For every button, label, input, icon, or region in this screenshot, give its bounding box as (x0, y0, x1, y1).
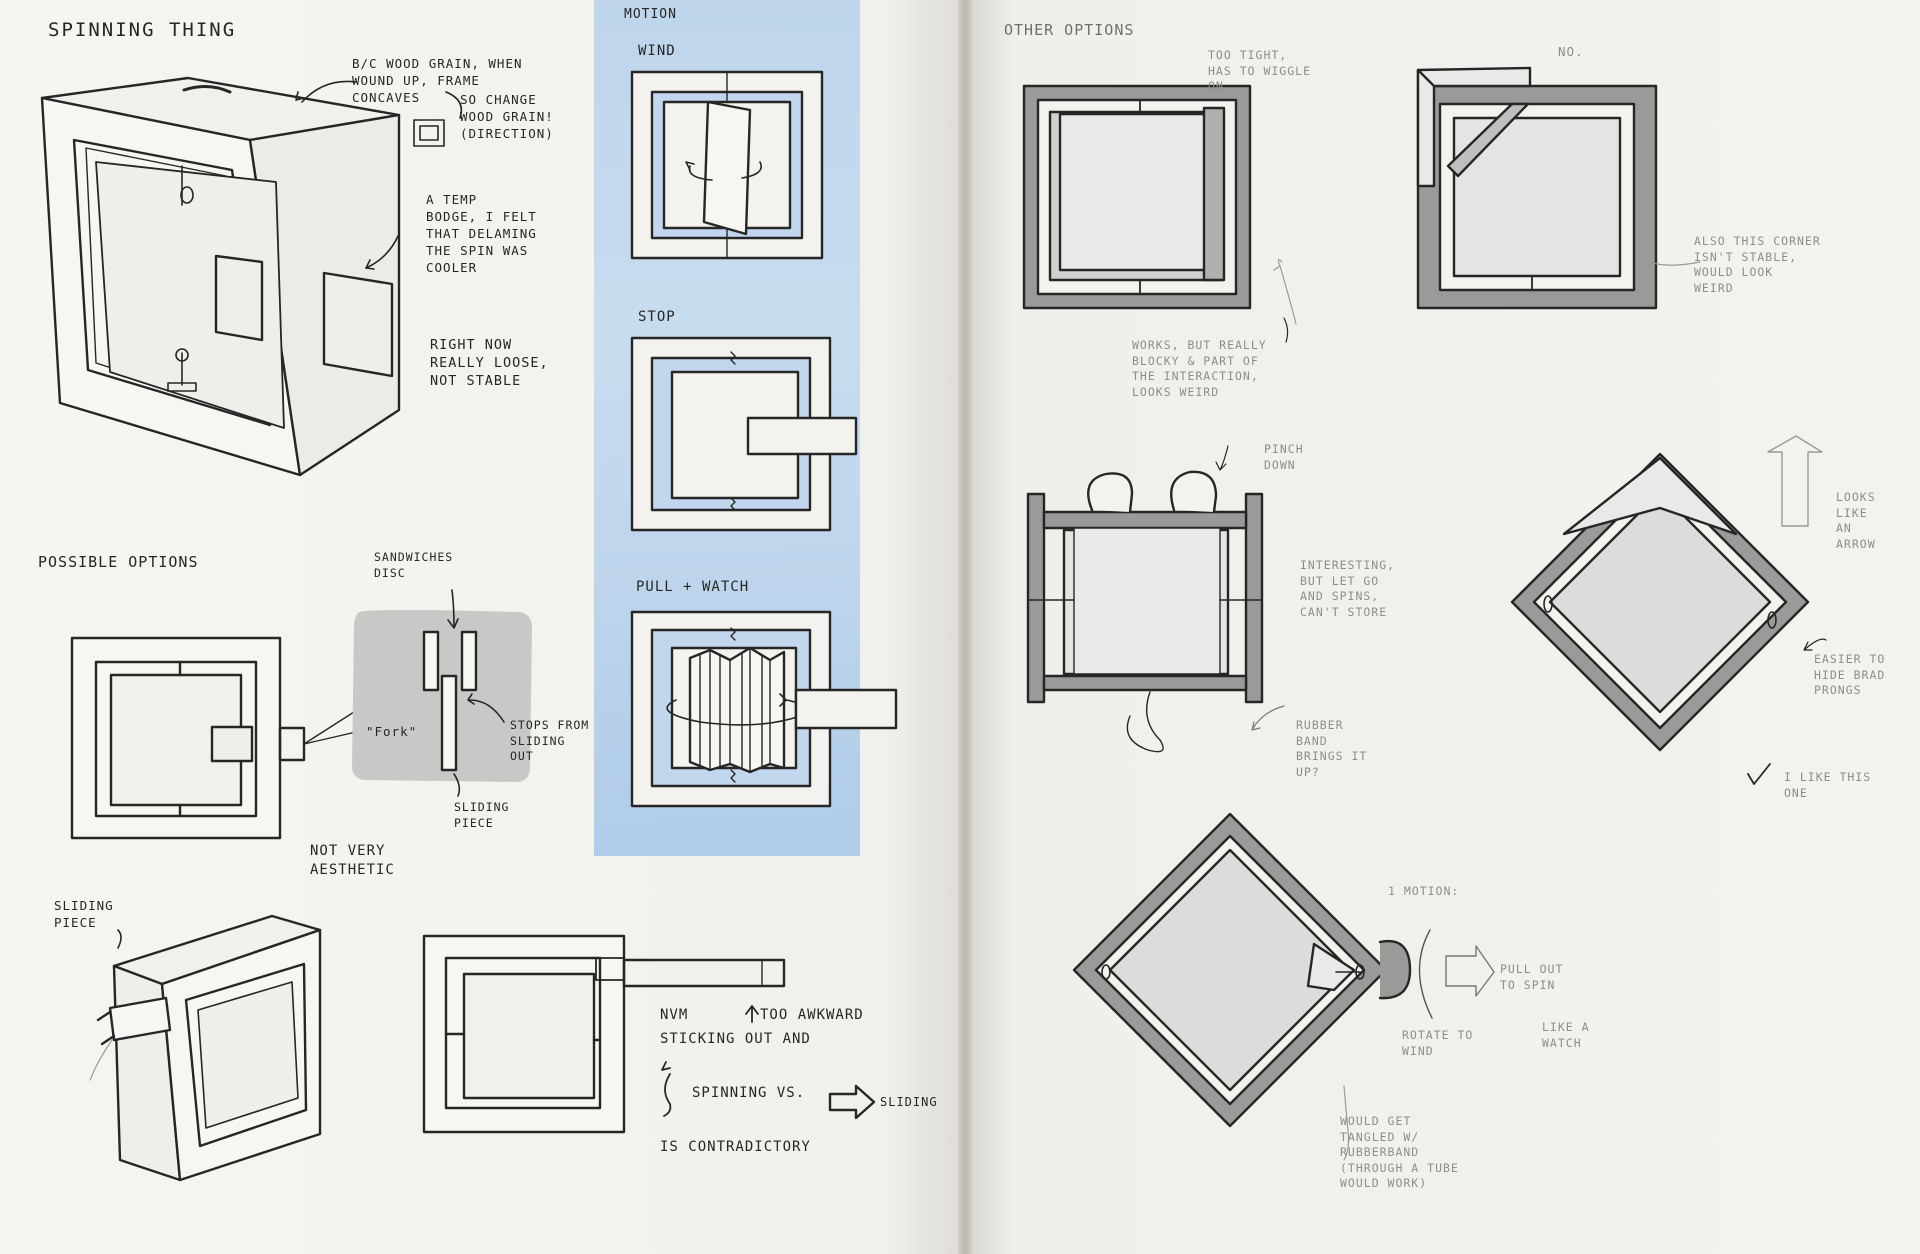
sliding-piece-title: Sliding piece (54, 898, 114, 930)
note-tangled: Would get tangled w/ rubberband (through… (1340, 1114, 1459, 1191)
note-too-tight: Too tight, has to wiggle on (1208, 48, 1312, 94)
motion-pull-watch-label: Pull + watch (636, 579, 750, 595)
note-rubber-band: Rubber band brings it up? (1296, 718, 1368, 779)
book-gutter (958, 0, 972, 1254)
note-temp-bodge: A temp bodge, I felt that delaming the s… (426, 192, 537, 275)
note-looks-arrow: Looks like an arrow (1836, 490, 1876, 551)
sliding-frame-sketch (422, 934, 876, 1134)
note-really-loose: Right now really loose, not stable (430, 337, 549, 390)
motion-stop-frame (630, 336, 858, 532)
option-no-frame (1416, 66, 1701, 310)
note-nvm: NVM (660, 1007, 689, 1023)
note-sliding-piece: Sliding piece (454, 800, 510, 830)
note-not-aesthetic: Not very aesthetic (310, 843, 395, 878)
option-pinch-down-frame (1026, 445, 1285, 753)
note-like-watch: Like a watch (1542, 1020, 1590, 1050)
note-stops-sliding: Stops from sliding out (510, 718, 590, 764)
note-pull-out: Pull out to spin (1500, 962, 1564, 992)
note-sandwiches-disc: Sandwiches disc (374, 550, 454, 580)
motion-stop-label: Stop (638, 309, 676, 325)
possible-options-frame (70, 636, 357, 840)
note-sliding: Sliding (880, 1095, 938, 1109)
note-one-motion: 1 motion: (1388, 884, 1460, 898)
option-too-tight-frame (1022, 84, 1297, 343)
note-interesting: Interesting, but let go and spins, can't… (1300, 558, 1396, 619)
sliding-piece-sketch (89, 914, 322, 1182)
motion-title: Motion (624, 7, 677, 22)
option-rotate-diamond-frame (1072, 812, 1495, 1161)
note-too-awkward: Too awkward (760, 1007, 864, 1023)
note-no: No. (1558, 44, 1584, 59)
note-contradictory: is contradictory (660, 1139, 811, 1155)
motion-wind-frame (630, 70, 824, 260)
note-i-like-this: I like this one (1784, 770, 1872, 800)
note-change-grain: So change wood grain! (direction) (460, 92, 554, 141)
note-fork: "Fork" (366, 724, 418, 739)
spinning-box-annotations (295, 80, 463, 270)
note-rotate-wind: Rotate to wind (1402, 1028, 1474, 1058)
fork-sketch (422, 589, 505, 797)
spinning-thing-title: Spinning Thing (48, 19, 237, 41)
note-spinning-vs: Spinning vs. (692, 1085, 806, 1101)
possible-options-title: Possible options (38, 553, 199, 571)
option-diamond-frame (1510, 435, 1827, 785)
note-corner-unstable: Also this corner isn't stable, would loo… (1694, 234, 1821, 295)
note-works-but: Works, but really blocky & part of the i… (1132, 338, 1267, 399)
note-wood-grain: B/c wood grain, when wound up, frame con… (352, 56, 523, 105)
other-options-title: Other options (1004, 21, 1135, 39)
note-pinch-down: Pinch down (1264, 442, 1304, 472)
note-sticking-out: sticking out and (660, 1031, 811, 1047)
note-easier-hide: Easier to hide brad prongs (1814, 652, 1886, 698)
spinning-box-sketch (40, 76, 401, 477)
motion-wind-label: Wind (638, 43, 676, 59)
motion-pull-watch-frame (630, 610, 898, 808)
